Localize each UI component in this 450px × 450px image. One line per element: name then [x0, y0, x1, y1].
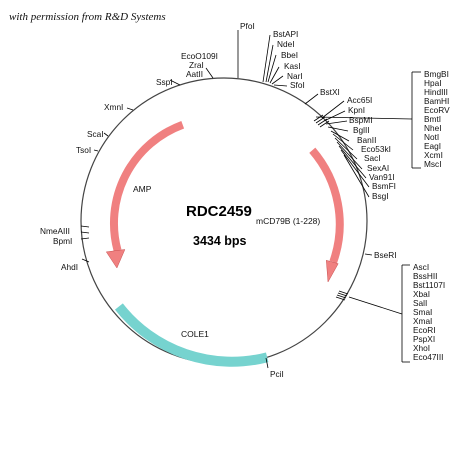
site-label: HindIII — [424, 87, 448, 97]
insert-arrow — [309, 147, 344, 264]
site-label: NmeAIII — [40, 226, 70, 236]
site-label: SexAI — [367, 163, 389, 173]
site-label: PfoI — [240, 21, 255, 31]
site-label: Eco47III — [413, 352, 443, 362]
site-label: XmnI — [104, 102, 123, 112]
site-label: Van91I — [369, 172, 395, 182]
site-label: ScaI — [87, 129, 104, 139]
mcs-tick-group-2 — [335, 290, 349, 301]
site-label: BbeI — [281, 50, 298, 60]
site-label: ZraI — [189, 60, 204, 70]
site-label: BspMI — [349, 115, 373, 125]
site-label: NarI — [287, 71, 303, 81]
site-label: Bst1107I — [413, 280, 445, 290]
site-label: EcoO109I — [181, 51, 218, 61]
cole1-feature — [114, 303, 269, 367]
plasmid-name: RDC2459 — [186, 203, 252, 220]
site-label: SspI — [156, 77, 173, 87]
site-label: HpaI — [424, 78, 442, 88]
site-label: XbaI — [413, 289, 430, 299]
site-label: XmaI — [413, 316, 432, 326]
site-label: KasI — [284, 61, 301, 71]
site-label: TsoI — [76, 145, 91, 155]
site-label: PspXI — [413, 334, 435, 344]
site-label: AscI — [413, 262, 429, 272]
site-label: BmgBI — [424, 69, 449, 79]
insert-label: mCD79B (1-228) — [256, 216, 320, 226]
site-label: BsgI — [372, 191, 389, 201]
site-label: EagI — [424, 141, 441, 151]
site-label: AatII — [186, 69, 203, 79]
site-label: BstAPI — [273, 29, 298, 39]
site-label: BsmFI — [372, 181, 396, 191]
site-label: BamHI — [424, 96, 449, 106]
site-label: Eco53kI — [361, 144, 391, 154]
site-label: AhdI — [61, 262, 78, 272]
site-label: BstXI — [320, 87, 340, 97]
mcs-tick-group-1 — [313, 114, 330, 128]
site-label: KpnI — [348, 105, 365, 115]
permission-note: with permission from R&D Systems — [9, 11, 166, 23]
cole1-label: COLE1 — [181, 329, 209, 339]
insert-arrowhead — [326, 259, 339, 283]
site-label: BseRI — [374, 250, 397, 260]
site-label: NdeI — [277, 39, 295, 49]
site-label: BglII — [353, 125, 370, 135]
site-label: XcmI — [424, 150, 443, 160]
site-label: MscI — [424, 159, 442, 169]
amp-arrow — [110, 120, 185, 252]
amp-label: AMP — [133, 184, 152, 194]
site-label: EcoRV — [424, 105, 450, 115]
site-label: EcoRI — [413, 325, 436, 335]
amp-arrowhead — [105, 249, 126, 269]
site-label: NotI — [424, 132, 439, 142]
site-label: PciI — [270, 369, 284, 379]
site-label: NheI — [424, 123, 442, 133]
site-label: XhoI — [413, 343, 430, 353]
site-label: SalI — [413, 298, 427, 308]
site-label: Acc65I — [347, 95, 372, 105]
site-label: BmtI — [424, 114, 441, 124]
plasmid-size: 3434 bps — [193, 234, 247, 248]
site-label: BssHII — [413, 271, 437, 281]
site-label: SmaI — [413, 307, 432, 317]
site-label: SfoI — [290, 80, 305, 90]
site-label: BanII — [357, 135, 376, 145]
site-label: SacI — [364, 153, 381, 163]
site-label: BpmI — [53, 236, 72, 246]
